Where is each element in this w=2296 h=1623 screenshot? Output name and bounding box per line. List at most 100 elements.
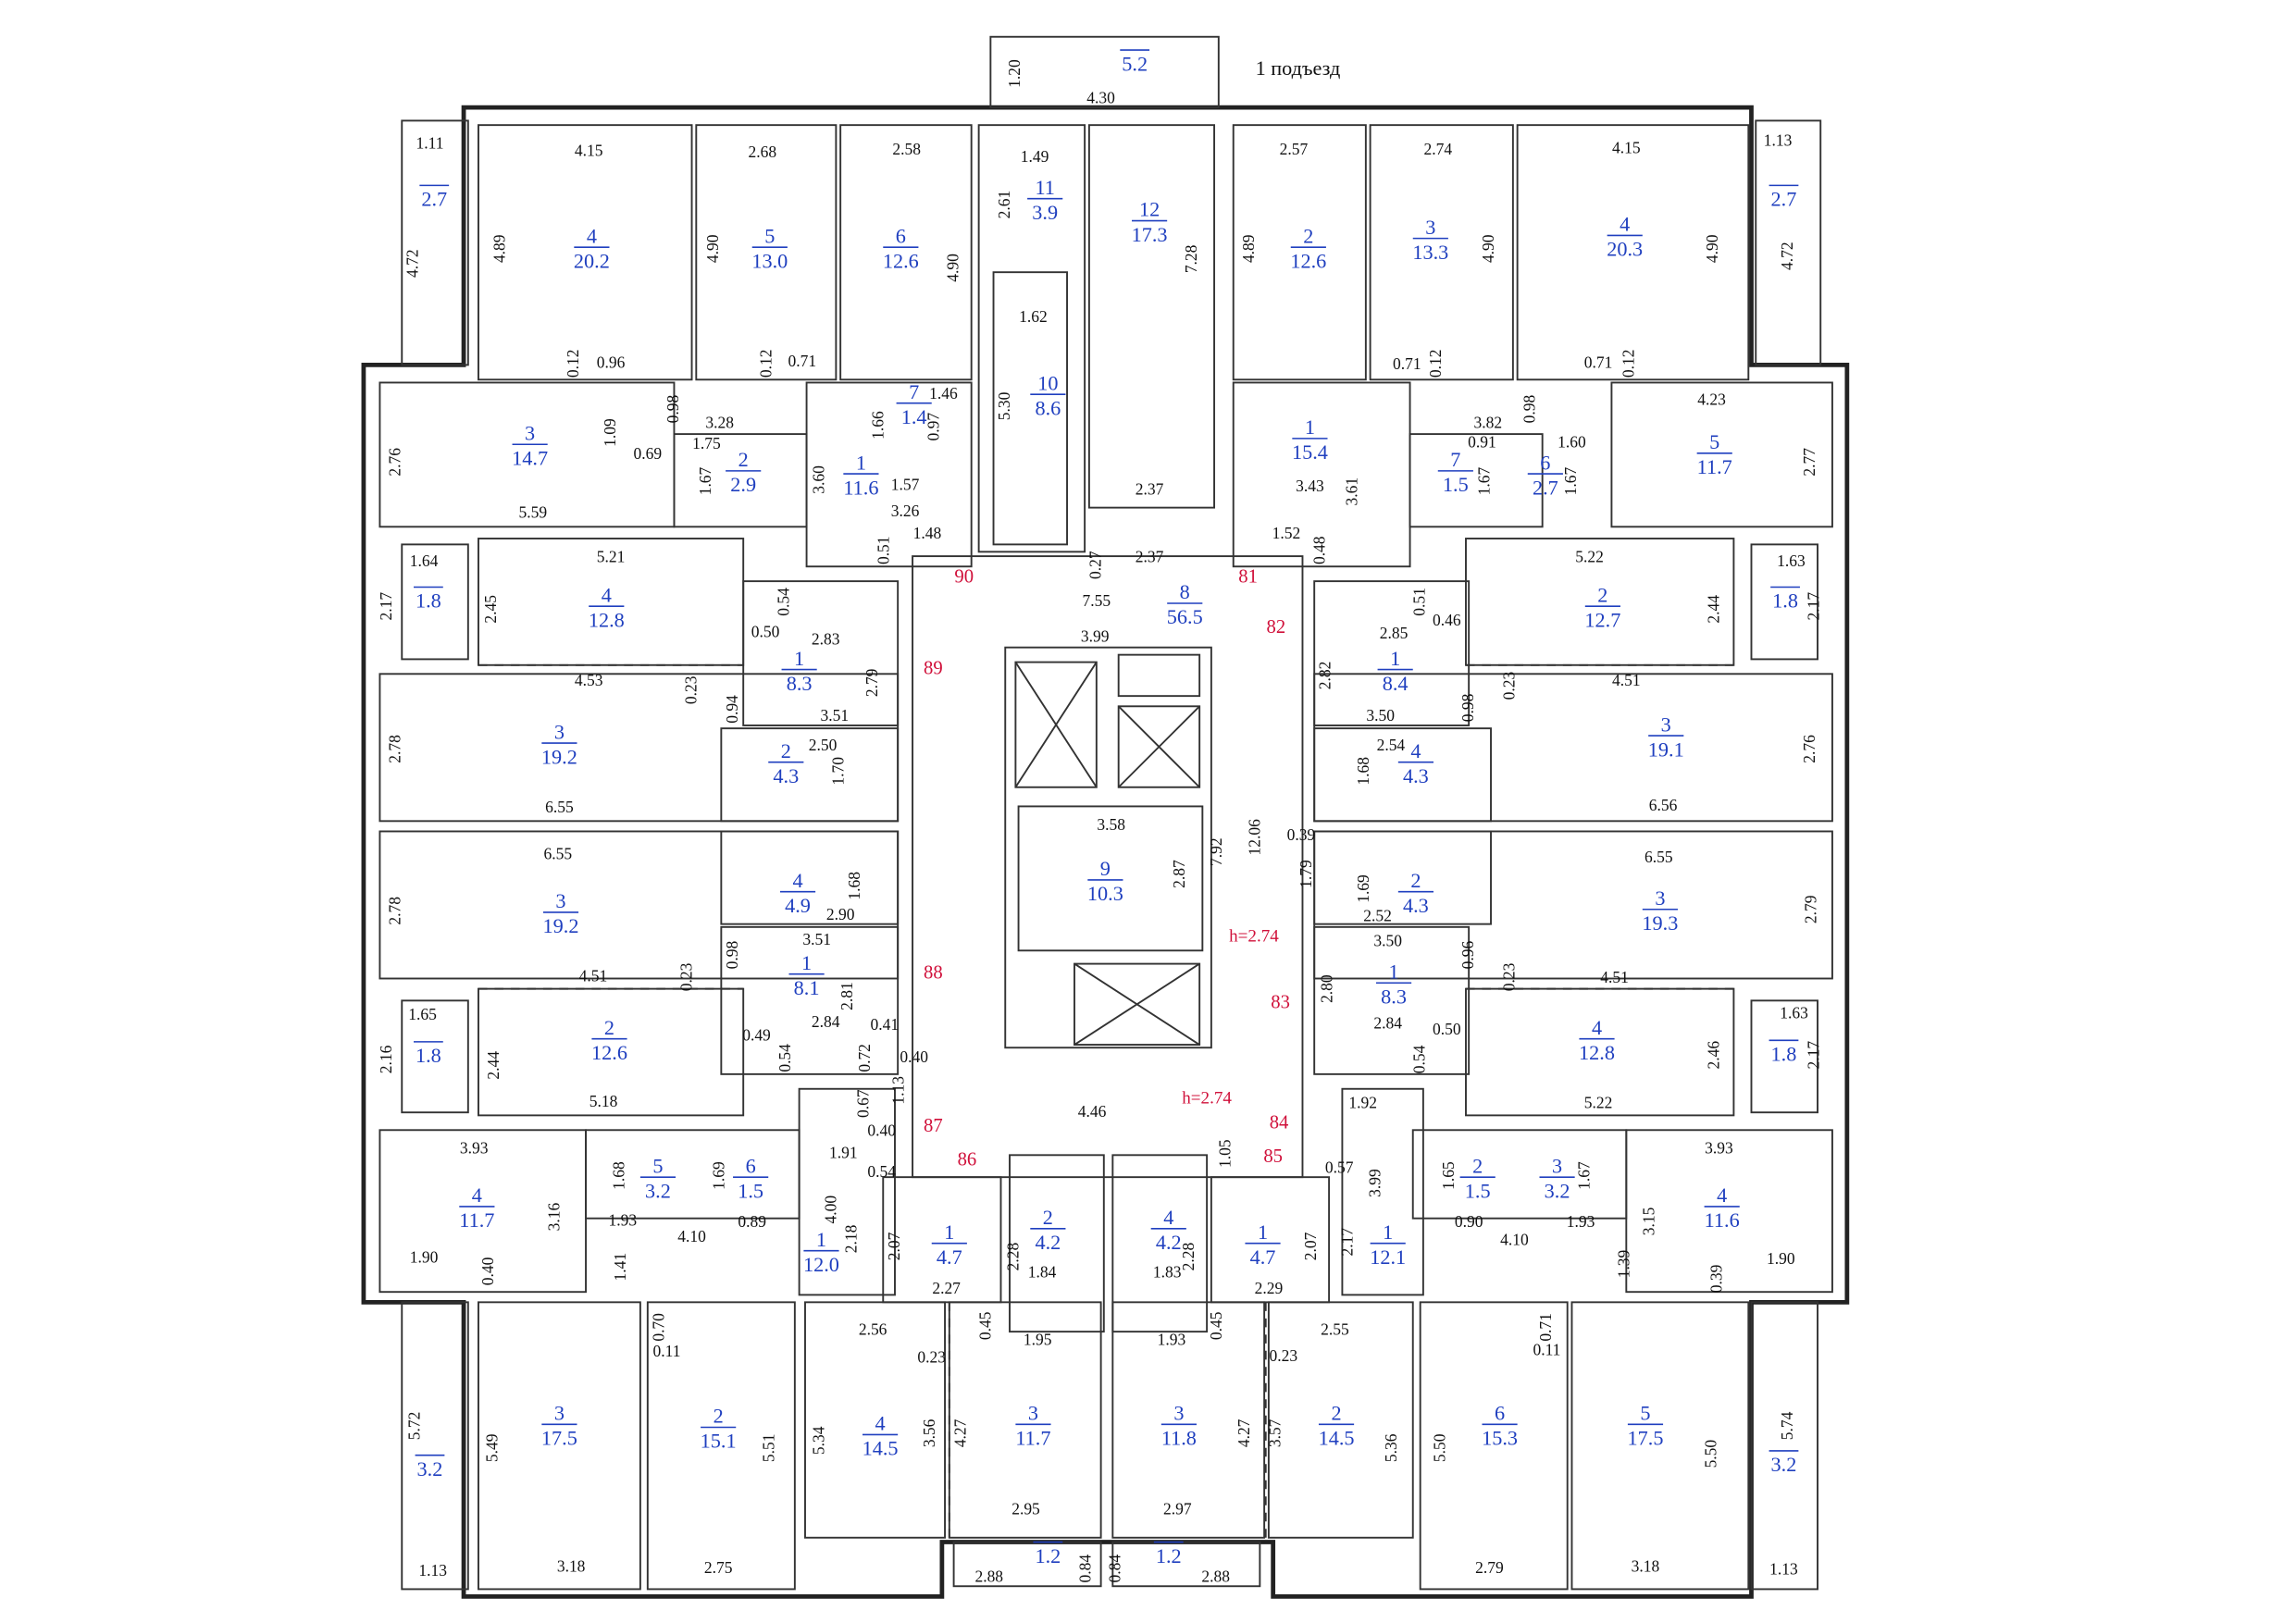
dimension-label: 4.90 (1703, 234, 1721, 263)
dimension-label: 2.54 (1377, 736, 1406, 754)
room-number: 10 (1037, 371, 1058, 394)
dimension-label: 1.93 (1567, 1212, 1595, 1231)
dimension-label: 3.26 (891, 502, 920, 520)
dimension-label: 2.27 (932, 1279, 961, 1297)
room-area: 11.7 (1015, 1427, 1050, 1450)
room-label: 115.4 (1292, 415, 1328, 464)
room-label: 317.5 (541, 1402, 577, 1450)
dimension-label: 1.91 (829, 1143, 858, 1161)
dimension-label: 2.52 (1363, 906, 1392, 924)
dimension-label: 0.45 (975, 1311, 994, 1340)
dimension-label: 0.39 (1707, 1264, 1726, 1293)
dimension-label: 1.93 (608, 1211, 637, 1230)
room-label: 319.3 (1642, 886, 1678, 935)
room-label: 910.3 (1087, 857, 1123, 905)
room-number: 2 (781, 739, 791, 762)
dimension-label: 1.67 (696, 466, 714, 495)
dimension-label: 4.72 (403, 249, 422, 278)
room-number: 1 (1390, 647, 1400, 670)
room-number: 4 (1717, 1183, 1727, 1207)
room-area: 2.7 (1533, 476, 1558, 499)
dimension-label: 0.84 (1075, 1555, 1094, 1583)
room-walls (379, 124, 1833, 1591)
dimension-label: 2.83 (812, 630, 840, 649)
dimension-label: 0.23 (1499, 671, 1518, 700)
dimension-label: 1.62 (1019, 307, 1048, 326)
room-number: 3 (555, 889, 565, 912)
dimension-label: 2.80 (1317, 974, 1335, 1003)
dimension-label: 1.20 (1005, 59, 1024, 88)
dimension-label: 0.69 (634, 444, 663, 463)
room-label: 14.7 (1245, 1220, 1281, 1269)
balcony-s1 (952, 1541, 1102, 1588)
room-area: 3.9 (1032, 201, 1058, 224)
balcony-area: 2.7 (1771, 188, 1797, 211)
dimension-label: 0.71 (1393, 354, 1421, 373)
room-label: 414.5 (863, 1412, 899, 1460)
room-area: 12.8 (1579, 1041, 1615, 1064)
room-number: 2 (1597, 583, 1607, 606)
dimension-label: 2.81 (838, 982, 856, 1010)
dimension-label: 1.93 (1158, 1330, 1186, 1348)
dimension-label: 4.15 (1612, 138, 1641, 156)
dimension-label: 3.61 (1342, 477, 1360, 506)
dimension-label: 2.56 (859, 1319, 887, 1338)
balcony-ne (1755, 119, 1822, 366)
dimension-label: 4.30 (1086, 88, 1115, 106)
dimension-label: 5.18 (590, 1092, 618, 1110)
room-number: 1 (856, 451, 866, 474)
room-label: 420.2 (574, 224, 610, 272)
dimension-label: 1.65 (408, 1005, 437, 1023)
dimension-label: 0.97 (925, 413, 943, 441)
balcony-w2 (401, 999, 469, 1114)
room-number: 1 (801, 951, 812, 974)
room-area: 14.5 (1319, 1427, 1355, 1450)
room-number: 3 (1173, 1402, 1184, 1425)
dimension-label: 5.30 (995, 391, 1013, 420)
room-area: 8.3 (787, 672, 813, 695)
dimension-label: 3.18 (557, 1556, 586, 1575)
room-number: 7 (1450, 448, 1460, 471)
room-area: 15.3 (1482, 1427, 1518, 1450)
dimension-label: 0.39 (1287, 825, 1316, 844)
dimension-label: 2.88 (974, 1567, 1003, 1585)
room-label: 319.2 (541, 720, 577, 768)
room-number: 7 (909, 380, 919, 403)
room-label: 112.0 (803, 1228, 839, 1276)
room-label: 420.3 (1607, 213, 1643, 261)
dimension-label: 1.68 (845, 872, 863, 900)
ceiling-height: h=2.74 (1182, 1089, 1232, 1109)
room-number: 4 (1163, 1206, 1173, 1229)
dimension-label: 3.99 (1081, 626, 1110, 645)
dimension-label: 0.67 (853, 1089, 872, 1118)
room-area: 4.2 (1035, 1231, 1061, 1254)
room-label: 113.9 (1027, 176, 1063, 224)
apartment-door-number: 87 (924, 1116, 943, 1136)
dimension-label: 4.90 (943, 254, 962, 282)
dimension-label: 4.72 (1778, 242, 1796, 270)
ceiling-height: h=2.74 (1229, 927, 1279, 947)
room-area: 19.3 (1642, 911, 1678, 935)
room-label: 18.4 (1377, 647, 1413, 695)
dimension-label: 3.28 (705, 414, 734, 432)
balcony-area: 1.8 (1771, 1043, 1797, 1066)
dimension-label: 0.51 (875, 536, 893, 564)
room-area: 11.6 (843, 476, 878, 499)
room-number: 8 (1180, 580, 1190, 603)
dimension-label: 2.57 (1280, 140, 1309, 158)
room-number: 1 (1305, 415, 1315, 439)
dimension-label: 3.51 (820, 706, 849, 725)
dimension-label: 1.90 (1767, 1249, 1795, 1268)
room-label: 21.5 (1459, 1154, 1496, 1202)
dimension-label: 2.17 (1805, 592, 1823, 621)
room-area: 13.3 (1412, 241, 1448, 264)
dimension-label: 4.27 (1235, 1419, 1253, 1447)
dimension-label: 2.84 (812, 1012, 840, 1031)
room-area: 13.0 (751, 249, 788, 272)
room-number: 2 (1472, 1154, 1483, 1177)
dimension-label: 1.83 (1153, 1262, 1182, 1281)
room-label: 313.3 (1412, 216, 1448, 264)
dimension-label: 0.54 (776, 1044, 794, 1072)
room-number: 3 (1028, 1402, 1038, 1425)
dimension-label: 0.98 (664, 395, 682, 424)
